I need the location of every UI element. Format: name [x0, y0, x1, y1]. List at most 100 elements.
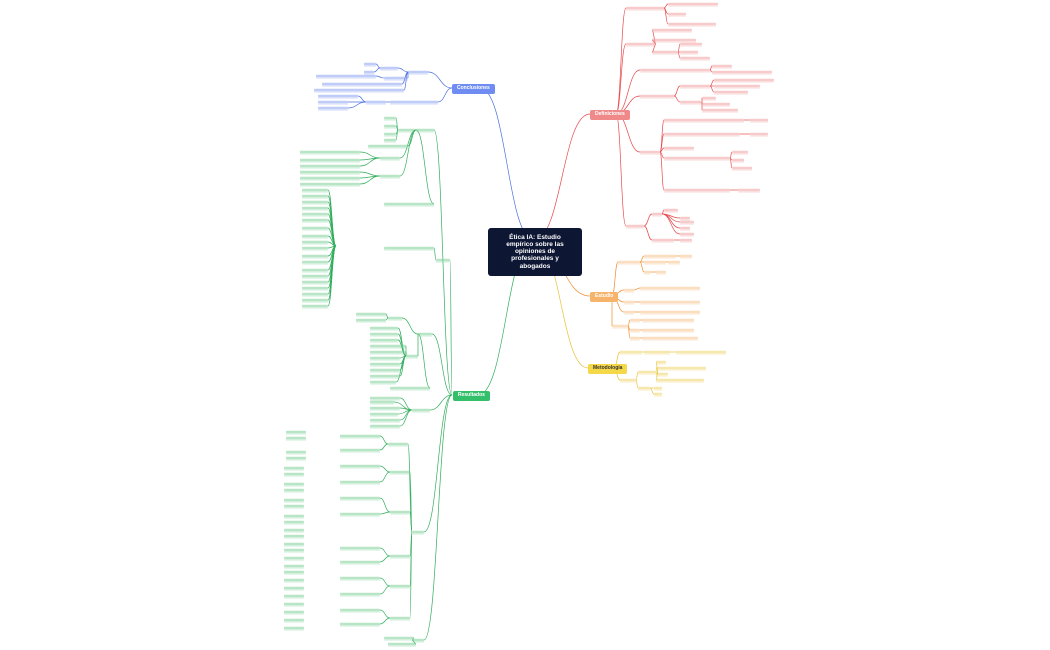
def-subsubleaf-1-2-0[interactable] — [680, 42, 702, 46]
con-subleaf-0-1[interactable] — [384, 76, 408, 80]
res-subsubleaf-4-0-0[interactable] — [340, 434, 380, 438]
met-subsubleaf-1-0-2[interactable] — [656, 372, 668, 376]
res-subleaf-1-0[interactable] — [384, 246, 434, 250]
res-subsubleaf-2-1-9[interactable] — [370, 380, 396, 384]
con-subleaf-0-0[interactable] — [380, 66, 398, 70]
def-leaf-1[interactable] — [626, 42, 656, 46]
def-subsubleaf-5-0-2[interactable] — [680, 220, 694, 224]
res-detail-leaf-19[interactable] — [284, 578, 304, 582]
res-detail-leaf-17[interactable] — [284, 564, 304, 568]
res-cluster-leaf-18[interactable] — [302, 304, 328, 308]
res-detail-leaf-11[interactable] — [284, 520, 304, 524]
res-cluster-leaf-14[interactable] — [302, 280, 328, 284]
branch-definiciones[interactable]: Definiciones — [590, 110, 630, 120]
res-subsubleaf-2-1-1[interactable] — [370, 332, 398, 336]
est-leaf-1[interactable] — [624, 288, 634, 292]
est-subsubleaf-4-2-0[interactable] — [642, 336, 698, 340]
res-cluster-leaf-17[interactable] — [302, 298, 328, 302]
met-leaf-0[interactable] — [620, 350, 642, 354]
res-subleaf-4-0[interactable] — [388, 442, 408, 446]
res-cluster-leaf-6[interactable] — [302, 226, 328, 230]
res-leaf-2[interactable] — [418, 332, 432, 336]
branch-estudio[interactable]: Estudio — [590, 292, 619, 302]
con-subsubleaf-1-0-2[interactable] — [318, 106, 348, 110]
def-subsubleaf-5-0-1[interactable] — [680, 216, 690, 220]
met-subleaf-1-0[interactable] — [638, 370, 658, 374]
met-subsubleaf-0-0-0[interactable] — [676, 350, 726, 354]
con-subsubleaf-0-1-0[interactable] — [316, 74, 376, 78]
res-cluster-leaf-10[interactable] — [302, 254, 328, 258]
est-subsubleaf-4-1-0[interactable] — [642, 328, 694, 332]
res-cluster-leaf-1[interactable] — [302, 194, 328, 198]
res-detail-leaf-21[interactable] — [284, 594, 304, 598]
res-detail-leaf-10[interactable] — [284, 514, 304, 518]
res-detail-leaf-2[interactable] — [286, 450, 306, 454]
def-subsubleaf-4-1-0[interactable] — [750, 132, 768, 136]
res-subsubleaf-0-0-1[interactable] — [384, 124, 396, 128]
res-subsubleaf-4-3-0[interactable] — [340, 546, 380, 550]
met-subsubleaf-1-1-0[interactable] — [654, 386, 662, 390]
res-cluster-leaf-9[interactable] — [302, 246, 328, 250]
res-detail-leaf-22[interactable] — [284, 602, 304, 606]
est-leaf-0[interactable] — [618, 260, 640, 264]
res-cluster-leaf-0[interactable] — [302, 188, 328, 192]
res-subsubleaf-0-0-3[interactable] — [384, 138, 396, 142]
res-cluster-leaf-11[interactable] — [302, 260, 328, 264]
est-subsubleaf-0-1-0[interactable] — [668, 260, 680, 264]
res-subleaf-5-0[interactable] — [384, 636, 414, 640]
res-subsubleaf-0-2-1[interactable] — [300, 158, 360, 162]
res-cluster-leaf-8[interactable] — [302, 240, 328, 244]
res-subsubleaf-2-1-0[interactable] — [370, 326, 398, 330]
res-detail-leaf-8[interactable] — [284, 498, 304, 502]
met-subsubleaf-1-0-0[interactable] — [656, 360, 666, 364]
res-subsubleaf-4-1-0[interactable] — [340, 464, 380, 468]
def-subleaf-4-4[interactable] — [664, 188, 730, 192]
res-detail-leaf-12[interactable] — [284, 528, 304, 532]
def-subleaf-4-2[interactable] — [664, 146, 694, 150]
res-subsubleaf-4-5-0[interactable] — [340, 608, 380, 612]
def-subsubleaf-5-0-3[interactable] — [680, 226, 690, 230]
res-subsubleaf-0-3-2[interactable] — [300, 182, 360, 186]
res-subleaf-0-2[interactable] — [380, 156, 400, 160]
est-leaf-4[interactable] — [612, 324, 628, 328]
def-subleaf-0-0[interactable] — [668, 2, 718, 6]
def-leaf-5[interactable] — [626, 224, 644, 228]
def-subsubleaf-3-1-2[interactable] — [702, 108, 738, 112]
est-subleaf-4-0[interactable] — [630, 318, 640, 322]
est-subleaf-0-0[interactable] — [644, 254, 676, 258]
def-subleaf-2-0[interactable] — [712, 64, 732, 68]
res-subsubleaf-2-1-8[interactable] — [370, 374, 400, 378]
res-subsubleaf-4-3-1[interactable] — [340, 560, 380, 564]
res-cluster-leaf-7[interactable] — [302, 234, 328, 238]
est-leaf-2[interactable] — [624, 300, 634, 304]
res-cluster-leaf-3[interactable] — [302, 206, 328, 210]
def-leaf-3[interactable] — [640, 94, 674, 98]
res-cluster-leaf-12[interactable] — [302, 268, 328, 272]
res-cluster-leaf-2[interactable] — [302, 200, 328, 204]
def-leaf-2[interactable] — [640, 68, 710, 72]
def-subsubleaf-3-0-1[interactable] — [714, 84, 760, 88]
est-subsubleaf-0-2-0[interactable] — [656, 270, 666, 274]
def-subleaf-1-1[interactable] — [652, 38, 696, 42]
res-subsubleaf-4-0-1[interactable] — [340, 448, 380, 452]
res-subsubleaf-0-0-0[interactable] — [384, 116, 396, 120]
res-subleaf-0-4[interactable] — [384, 202, 434, 206]
res-subsubleaf-2-1-6[interactable] — [370, 362, 400, 366]
con-subsubleaf-0-0-1[interactable] — [364, 70, 374, 74]
def-subsubleaf-4-3-1[interactable] — [732, 158, 744, 162]
res-subsubleaf-0-2-0[interactable] — [300, 150, 360, 154]
def-subleaf-4-0[interactable] — [664, 118, 744, 122]
def-subsubleaf-4-0-0[interactable] — [750, 118, 768, 122]
met-leaf-1[interactable] — [620, 378, 636, 382]
con-leaf-1[interactable] — [390, 100, 438, 104]
res-subleaf-2-0[interactable] — [388, 316, 402, 320]
con-subsubleaf-0-0-0[interactable] — [364, 62, 376, 66]
branch-resultados[interactable]: Resultados — [453, 391, 490, 401]
est-subleaf-4-2[interactable] — [630, 336, 640, 340]
res-subsubleaf-2-1-7[interactable] — [370, 368, 400, 372]
def-leaf-0[interactable] — [626, 6, 664, 10]
res-subsubleaf-0-3-0[interactable] — [300, 170, 360, 174]
res-leaf-3[interactable] — [412, 408, 430, 412]
res-subsubleaf-2-1-5[interactable] — [370, 356, 400, 360]
res-subleaf-4-2[interactable] — [390, 510, 410, 514]
